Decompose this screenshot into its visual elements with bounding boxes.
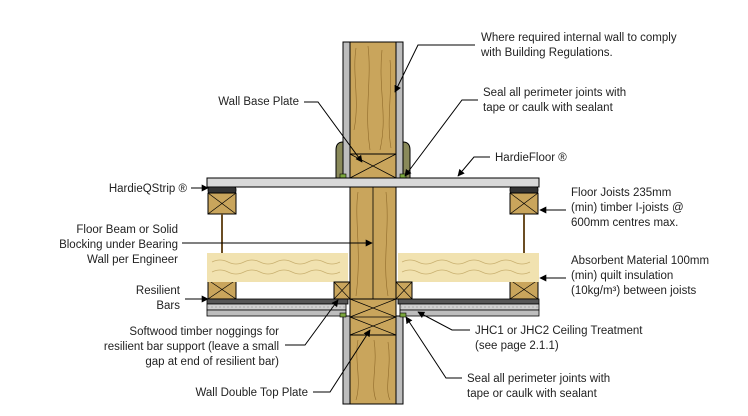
label-floor-joists-line-2: (min) timber I-joists @	[571, 202, 684, 214]
label-seal-top-line-2: tape or caulk with sealant	[483, 102, 614, 114]
hardieqstrip-left	[207, 186, 237, 194]
label-wall-base-plate-line-1: Wall Base Plate	[218, 96, 299, 108]
insulation-left	[207, 253, 348, 282]
leader-hardiefloor	[457, 156, 490, 177]
leader-internal-wall	[394, 44, 475, 93]
upper-wall-plasterboard-left	[342, 41, 351, 181]
label-internal-wall-line-1: Where required internal wall to comply	[481, 32, 677, 44]
left-joist	[207, 192, 237, 300]
hardieqstrip-right	[509, 186, 539, 194]
leader-seal-top	[404, 99, 478, 177]
label-internal-wall-line-2: with Building Regulations.	[480, 47, 613, 59]
label-seal-top-line-1: Seal all perimeter joints with	[483, 87, 626, 99]
label-seal-bottom-line-2: tape or caulk with sealant	[467, 388, 598, 400]
label-wall-base-plate: Wall Base Plate	[218, 96, 299, 108]
base-skirting-right	[402, 141, 411, 179]
leader-wall-base-plate	[304, 101, 363, 163]
label-seal-bottom-line-1: Seal all perimeter joints with	[467, 373, 610, 385]
label-noggings: Softwood timber noggings for resilient ba…	[104, 326, 279, 368]
label-top-plate: Wall Double Top Plate	[195, 387, 308, 399]
label-seal-top: Seal all perimeter joints with tape or ca…	[483, 87, 626, 114]
label-noggings-line-1: Softwood timber noggings for	[129, 326, 279, 338]
label-noggings-line-2: resilient bar support (leave a small	[104, 341, 279, 353]
lower-wall-plasterboard-left	[342, 315, 351, 405]
label-absorbent-line-1: Absorbent Material 100mm	[571, 255, 709, 267]
label-absorbent: Absorbent Material 100mm (min) quilt insu…	[571, 255, 709, 297]
base-skirting-left	[335, 141, 344, 179]
label-seal-bottom: Seal all perimeter joints with tape or ca…	[467, 373, 610, 400]
label-floor-beam-line-1: Floor Beam or Solid	[76, 224, 178, 236]
label-floor-joists-line-3: 600mm centres max.	[571, 217, 678, 229]
leader-noggings	[285, 299, 339, 346]
label-floor-beam-line-3: Wall per Engineer	[87, 254, 178, 266]
upper-wall-plasterboard-right	[395, 41, 404, 181]
label-absorbent-line-3: (10kg/m³) between joists	[571, 285, 697, 297]
label-noggings-line-3: gap at end of resilient bar)	[145, 356, 279, 368]
insulation-right	[398, 253, 539, 282]
label-resilient-bars-line-2: Bars	[156, 300, 180, 312]
leader-seal-bottom	[405, 316, 462, 379]
label-jhc-line-1: JHC1 or JHC2 Ceiling Treatment	[475, 325, 643, 337]
label-resilient-bars-line-1: Resilient	[136, 285, 181, 297]
ceiling-board-left-2	[206, 309, 347, 317]
lower-wall	[339, 298, 407, 405]
resilient-bar-left	[206, 298, 349, 305]
label-absorbent-line-2: (min) quilt insulation	[571, 270, 673, 282]
label-top-plate-line-1: Wall Double Top Plate	[195, 387, 308, 399]
label-hardieqstrip-line-1: HardieQStrip ®	[109, 183, 188, 195]
label-jhc: JHC1 or JHC2 Ceiling Treatment (see page …	[475, 325, 643, 352]
bottom-seal-left	[339, 312, 347, 318]
upper-wall-stud	[349, 41, 397, 155]
label-hardiefloor-line-1: HardieFloor ®	[495, 152, 567, 164]
label-jhc-line-2: (see page 2.1.1)	[475, 340, 559, 352]
label-floor-beam-line-2: Blocking under Bearing	[59, 239, 178, 251]
label-floor-joists-line-1: Floor Joists 235mm	[571, 187, 671, 199]
seal-left	[339, 173, 347, 179]
leader-jhc	[417, 311, 470, 331]
leader-top-plate	[313, 329, 371, 393]
resilient-bar-right	[397, 298, 540, 305]
label-internal-wall: Where required internal wall to comply wi…	[480, 32, 677, 59]
label-hardiefloor: HardieFloor ®	[495, 152, 567, 164]
label-hardieqstrip: HardieQStrip ®	[109, 183, 188, 195]
label-floor-joists: Floor Joists 235mm (min) timber I-joists …	[571, 187, 684, 229]
right-joist	[509, 192, 539, 300]
hardiefloor-board	[206, 177, 540, 188]
upper-wall	[335, 41, 411, 181]
lower-wall-stud	[349, 334, 397, 405]
bottom-seal-right	[399, 312, 407, 318]
lower-wall-plasterboard-right	[395, 315, 404, 405]
